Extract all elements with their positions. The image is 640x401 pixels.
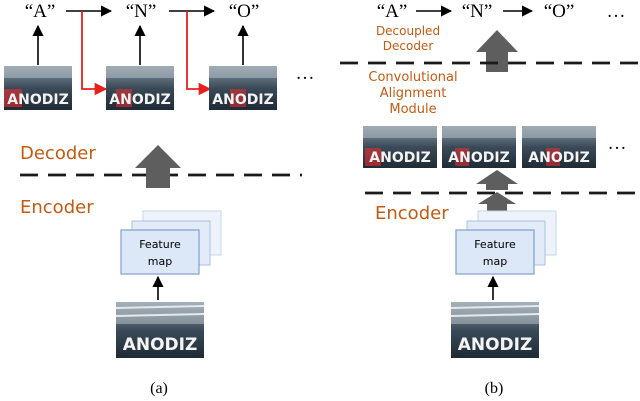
output-char-o: “O”: [229, 1, 260, 22]
attention-crop-2: ANODIZ: [442, 126, 516, 168]
feature-map-label-1: Feature: [139, 238, 181, 251]
output-char-o: “O”: [544, 1, 575, 22]
big-up-arrow-mid: [476, 170, 518, 190]
big-up-arrow: [135, 145, 181, 188]
feature-map: Feature map: [455, 210, 557, 275]
input-word: ANODIZ: [123, 335, 198, 355]
feature-map-label-2: map: [148, 255, 172, 268]
cam-label-2: Alignment: [380, 86, 447, 101]
feature-map: Feature map: [120, 210, 222, 275]
output-char-a: “A”: [377, 1, 408, 22]
left-panel: “A” “N” “O” ANODIZ ANODIZ A: [4, 1, 315, 397]
attention-crop-3: ANODIZ: [209, 66, 277, 110]
output-char-n: “N”: [126, 1, 157, 22]
feature-map-label-1: Feature: [474, 238, 516, 251]
feature-map-label-2: map: [483, 255, 507, 268]
crop-word: ANODIZ: [109, 92, 170, 108]
big-up-arrow-top: [476, 30, 518, 72]
attention-crop-1: ANODIZ: [4, 66, 72, 110]
output-char-a: “A”: [25, 1, 56, 22]
caption-a: (a): [150, 380, 168, 397]
attention-crop-2: ANODIZ: [106, 66, 174, 110]
crop-word: ANODIZ: [528, 150, 589, 166]
crop-word: ANODIZ: [7, 92, 68, 108]
cam-label-1: Convolutional: [368, 70, 457, 85]
decoupled-decoder-label-1: Decoupled: [376, 24, 440, 38]
ellipsis-mid: …: [608, 133, 627, 154]
attention-crop-1: ANODIZ: [363, 126, 437, 168]
input-image: ANODIZ: [115, 302, 205, 358]
crop-word: ANODIZ: [212, 92, 273, 108]
encoder-label: Encoder: [20, 197, 94, 218]
encoder-label: Encoder: [375, 203, 449, 224]
decoupled-decoder-label-2: Decoder: [383, 39, 434, 53]
big-up-arrow-bottom: [478, 192, 516, 214]
attention-crop-3: ANODIZ: [522, 126, 596, 168]
caption-b: (b): [485, 380, 504, 397]
decoder-label: Decoder: [20, 143, 96, 164]
ellipsis: …: [296, 63, 315, 84]
output-char-n: “N”: [462, 1, 493, 22]
red-arrow-2: [186, 11, 212, 96]
cam-label-3: Module: [389, 102, 436, 117]
red-arrow-1: [81, 11, 108, 96]
input-word: ANODIZ: [458, 335, 533, 355]
ellipsis-top: …: [607, 1, 626, 22]
input-image: ANODIZ: [450, 302, 540, 358]
right-panel: “A” “N” “O” … Decoupled Decoder Convolut…: [340, 1, 638, 397]
crop-word: ANODIZ: [369, 150, 430, 166]
crop-word: ANODIZ: [448, 150, 509, 166]
